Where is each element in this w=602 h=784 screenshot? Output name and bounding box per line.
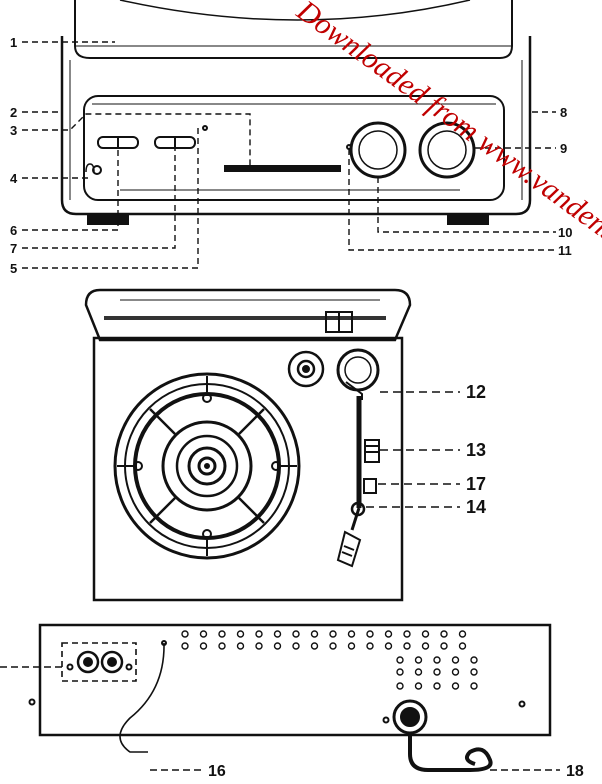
callout-13: 13 <box>466 440 486 460</box>
vent-hole <box>470 682 478 690</box>
vent-hole <box>440 630 448 638</box>
vent-hole <box>329 630 337 638</box>
vent-hole <box>181 630 189 638</box>
vent-hole <box>273 630 282 638</box>
callout-7: 7 <box>10 241 17 256</box>
rear-view <box>28 623 552 737</box>
vent-hole <box>470 656 478 664</box>
vent-hole <box>329 642 337 650</box>
vent-hole <box>236 630 245 638</box>
rear-cables <box>119 642 493 772</box>
vent-hole <box>396 682 404 690</box>
front-callout-lines <box>22 41 556 269</box>
callout-17: 17 <box>466 474 486 494</box>
rear-callout-lines <box>0 666 560 771</box>
callout-8: 8 <box>560 105 567 120</box>
vent-hole <box>273 642 282 650</box>
vent-hole <box>236 642 245 650</box>
vent-hole <box>199 630 208 638</box>
callout-9: 9 <box>560 141 567 156</box>
vent-hole <box>421 642 430 650</box>
vent-hole <box>414 656 423 664</box>
vent-hole <box>310 642 319 650</box>
callout-6: 6 <box>10 223 17 238</box>
callout-3: 3 <box>10 123 17 138</box>
callout-2: 2 <box>10 105 17 120</box>
top-view <box>84 288 412 602</box>
vent-hole <box>310 630 319 638</box>
rear-callout-numbers: 16 18 <box>208 763 584 780</box>
vent-hole <box>403 630 411 638</box>
callout-18: 18 <box>566 763 584 780</box>
callout-14: 14 <box>466 497 486 517</box>
vent-hole <box>470 668 478 676</box>
callout-4: 4 <box>10 171 18 186</box>
callout-11: 11 <box>558 243 572 258</box>
callout-10: 10 <box>558 225 572 240</box>
vent-hole <box>451 682 460 690</box>
vent-hole <box>433 668 441 676</box>
callout-16: 16 <box>208 763 226 780</box>
vent-holes <box>181 630 478 690</box>
vent-hole <box>366 630 374 638</box>
callout-12: 12 <box>466 382 486 402</box>
vent-hole <box>366 642 374 650</box>
vent-hole <box>414 682 423 690</box>
vent-hole <box>451 656 460 664</box>
callout-5: 5 <box>10 261 17 276</box>
vent-hole <box>199 642 208 650</box>
vent-hole <box>414 668 423 676</box>
watermark-text: Downloaded from www.vandenborre.be <box>290 0 602 301</box>
vent-hole <box>255 630 263 638</box>
vent-hole <box>292 630 300 638</box>
vent-hole <box>433 656 441 664</box>
vent-hole <box>433 682 441 690</box>
vent-hole <box>218 630 226 638</box>
vent-hole <box>396 668 404 676</box>
callout-1: 1 <box>10 35 17 50</box>
top-callout-lines <box>366 391 460 508</box>
vent-hole <box>255 642 263 650</box>
vent-hole <box>458 642 467 650</box>
vent-hole <box>451 668 460 676</box>
vent-hole <box>292 642 300 650</box>
vent-hole <box>181 642 189 650</box>
vent-hole <box>403 642 411 650</box>
vent-hole <box>396 656 404 664</box>
top-callout-numbers: 12 13 17 14 <box>466 382 486 517</box>
vent-hole <box>218 642 226 650</box>
vent-hole <box>458 630 467 638</box>
vent-hole <box>384 630 393 638</box>
vent-hole <box>440 642 448 650</box>
vent-hole <box>384 642 393 650</box>
vent-hole <box>347 642 356 650</box>
front-callout-numbers: 1 2 3 4 5 6 7 8 9 10 11 <box>10 35 572 276</box>
vent-hole <box>347 630 356 638</box>
vent-hole <box>421 630 430 638</box>
